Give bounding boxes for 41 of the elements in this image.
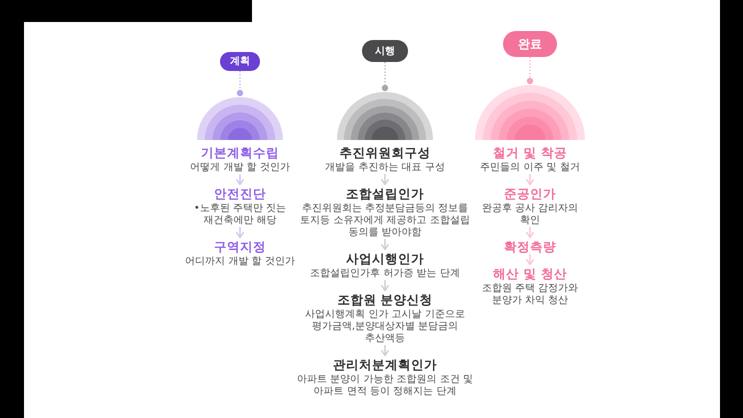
step-description: 조합설립인가후 허가증 받는 단계 xyxy=(310,268,460,280)
dotted-connector xyxy=(526,57,534,84)
step-title: 구역지정 xyxy=(214,239,266,254)
step-description: •노후된 주택만 짓는 재건축에만 해당 xyxy=(192,203,288,227)
arrow xyxy=(381,280,389,292)
dotted-connector xyxy=(382,62,388,92)
step-title: 추진위원회구성 xyxy=(339,145,430,160)
step-description: 추진위원회는 추정분담금등의 정보를 토지등 소유자에게 제공하고 조합설립 동의를 받아야함 xyxy=(299,203,471,239)
stage-tag: 계획 xyxy=(220,52,260,71)
arrow xyxy=(381,239,389,250)
concentric-semicircle xyxy=(337,92,433,140)
step-title: 준공인가 xyxy=(504,186,556,201)
step-description: 어디까지 개발 할 것인가 xyxy=(185,256,295,268)
arrow xyxy=(236,174,244,186)
arrow xyxy=(526,254,534,266)
arrow xyxy=(236,227,244,238)
step-description: 사업시행계획 인가 고시날 기준으로 평가금액,분양대상자별 분담금의 추산액등 xyxy=(304,309,466,345)
step-title: 조합원 분양신청 xyxy=(337,292,433,307)
concentric-semicircle xyxy=(475,85,585,140)
step-title: 사업시행인가 xyxy=(346,251,424,266)
step-description: 어떻게 개발 할 것인가 xyxy=(190,162,290,174)
stage-tag: 시행 xyxy=(362,40,408,62)
step-description: 개발을 추진하는 대표 구성 xyxy=(325,162,445,174)
step-title: 해산 및 청산 xyxy=(493,266,567,281)
arrow xyxy=(526,174,534,186)
concentric-semicircle xyxy=(197,97,283,140)
arrow xyxy=(381,345,389,356)
step-title: 안전진단 xyxy=(214,186,266,201)
step-description: 주민들의 이주 및 철거 xyxy=(480,162,580,174)
step-title: 관리처분계획인가 xyxy=(333,357,437,372)
step-description: 완공후 공사 감리자의 확인 xyxy=(480,203,580,227)
dotted-connector xyxy=(236,71,244,96)
step-title: 기본계획수립 xyxy=(200,145,279,160)
step-title: 철거 및 착공 xyxy=(493,145,567,160)
step-title: 조합설립인가 xyxy=(346,186,424,201)
arrow xyxy=(381,174,389,186)
step-title: 확정측량 xyxy=(504,239,556,254)
arrow xyxy=(526,227,534,238)
step-description: 아파트 분양이 가능한 조합원의 조건 및 아파트 면적 등이 정해지는 단계 xyxy=(297,374,473,398)
stage-tag: 완료 xyxy=(503,31,557,57)
step-description: 조합원 주택 감정가와 분양가 차익 청산 xyxy=(480,283,580,307)
